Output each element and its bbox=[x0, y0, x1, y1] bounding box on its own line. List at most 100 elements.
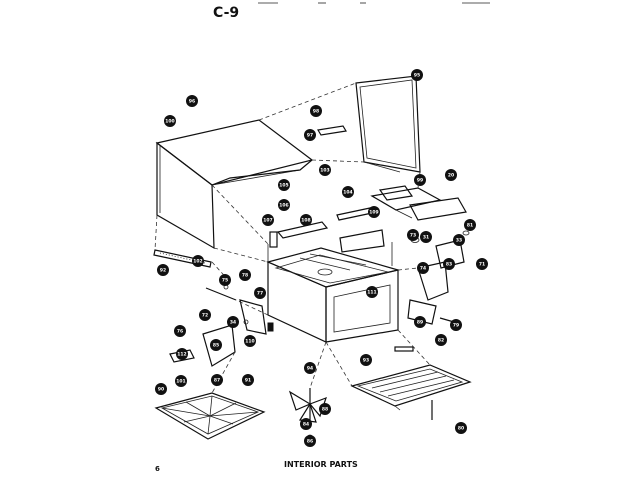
callout-bubble bbox=[227, 316, 239, 328]
callout-number: 82 bbox=[438, 338, 444, 344]
callout-number: 100 bbox=[165, 119, 174, 125]
callout-bubble bbox=[464, 219, 476, 231]
callout-number: 31 bbox=[423, 235, 429, 241]
callout-bubble bbox=[368, 206, 380, 218]
callout-bubble bbox=[262, 214, 274, 226]
callout-number: 87 bbox=[214, 378, 220, 384]
callout-number: 83 bbox=[446, 262, 452, 268]
callout-labels: 9596989710010310599107106108104109203133… bbox=[155, 69, 488, 447]
callout-number: 98 bbox=[313, 109, 319, 115]
callout-number: 76 bbox=[177, 329, 183, 335]
callout-number: 93 bbox=[363, 358, 369, 364]
stirrer-fan bbox=[288, 388, 327, 442]
callout-bubble bbox=[319, 403, 331, 415]
callout-number: 102 bbox=[193, 259, 202, 265]
callout-bubble bbox=[164, 115, 176, 127]
callout-bubble bbox=[239, 269, 251, 281]
callout-bubble bbox=[278, 199, 290, 211]
callout-bubble bbox=[310, 105, 322, 117]
oven-cavity bbox=[266, 247, 401, 343]
callout-bubble bbox=[417, 262, 429, 274]
callout-number: 74 bbox=[420, 266, 426, 272]
callout-number: 112 bbox=[177, 352, 186, 358]
callout-number: 99 bbox=[417, 178, 423, 184]
callout-bubble bbox=[174, 325, 186, 337]
callout-number: 110 bbox=[245, 339, 254, 345]
callout-bubble bbox=[157, 264, 169, 276]
callout-number: 96 bbox=[189, 99, 195, 105]
callout-number: 85 bbox=[213, 343, 219, 349]
callout-number: 78 bbox=[242, 273, 248, 279]
glass-tray bbox=[154, 392, 266, 440]
callout-number: 89 bbox=[417, 320, 423, 326]
callout-bubble bbox=[304, 129, 316, 141]
callout-number: 86 bbox=[307, 439, 313, 445]
left-trim-strip bbox=[153, 249, 212, 268]
callout-number: 34 bbox=[230, 320, 236, 326]
callout-number: 94 bbox=[307, 366, 313, 372]
callout-bubble bbox=[155, 383, 167, 395]
callout-number: 105 bbox=[279, 183, 288, 189]
callout-bubble bbox=[476, 258, 488, 270]
right-side-brackets bbox=[394, 230, 470, 352]
callout-bubble bbox=[445, 169, 457, 181]
callout-bubble bbox=[414, 316, 426, 328]
callout-bubble bbox=[411, 69, 423, 81]
callout-bubble bbox=[192, 255, 204, 267]
callout-number: 20 bbox=[448, 173, 454, 179]
base-pan bbox=[350, 364, 472, 420]
callout-number: 75 bbox=[222, 278, 228, 284]
top-frame-rails bbox=[267, 207, 393, 266]
callout-number: 103 bbox=[320, 168, 329, 174]
callout-bubble bbox=[443, 258, 455, 270]
callout-number: 71 bbox=[479, 262, 485, 268]
callout-number: 104 bbox=[343, 190, 352, 196]
callout-bubble bbox=[453, 234, 465, 246]
callout-number: 72 bbox=[202, 313, 208, 319]
callout-bubble bbox=[407, 229, 419, 241]
gasket-strip bbox=[317, 125, 347, 136]
callout-bubble bbox=[304, 435, 316, 447]
callout-number: 97 bbox=[307, 133, 313, 139]
door-panel bbox=[355, 75, 421, 173]
callout-number: 107 bbox=[263, 218, 272, 224]
callout-bubble bbox=[435, 334, 447, 346]
callout-number: 77 bbox=[257, 291, 263, 297]
callout-number: 91 bbox=[245, 378, 251, 384]
callout-number: 81 bbox=[467, 223, 473, 229]
callout-bubble bbox=[450, 319, 462, 331]
callout-bubble bbox=[219, 274, 231, 286]
callout-bubble bbox=[366, 286, 378, 298]
callout-bubble bbox=[342, 186, 354, 198]
callout-bubble bbox=[242, 374, 254, 386]
page-code: C-9 bbox=[213, 5, 239, 21]
callout-bubble bbox=[300, 214, 312, 226]
callout-bubble bbox=[420, 231, 432, 243]
callout-number: 90 bbox=[158, 387, 164, 393]
callout-bubble bbox=[455, 422, 467, 434]
callout-bubble bbox=[244, 335, 256, 347]
callout-bubble bbox=[176, 348, 188, 360]
callout-number: 111 bbox=[367, 290, 376, 296]
callout-bubble bbox=[210, 339, 222, 351]
callout-number: 95 bbox=[414, 73, 420, 79]
callout-number: 73 bbox=[410, 233, 416, 239]
callout-bubble bbox=[278, 179, 290, 191]
callout-number: 33 bbox=[456, 238, 462, 244]
callout-number: 88 bbox=[322, 407, 328, 413]
callout-bubble bbox=[300, 418, 312, 430]
callout-number: 80 bbox=[458, 426, 464, 432]
callout-bubble bbox=[414, 174, 426, 186]
callout-number: 79 bbox=[453, 323, 459, 329]
diagram-caption: INTERIOR PARTS bbox=[284, 460, 358, 469]
callout-bubble bbox=[211, 374, 223, 386]
callout-bubble bbox=[175, 375, 187, 387]
callout-number: 109 bbox=[369, 210, 378, 216]
callout-bubble bbox=[254, 287, 266, 299]
callout-number: 106 bbox=[279, 203, 288, 209]
callout-bubble bbox=[319, 164, 331, 176]
callout-bubble bbox=[304, 362, 316, 374]
callout-number: 101 bbox=[176, 379, 185, 385]
callout-number: 84 bbox=[303, 422, 309, 428]
